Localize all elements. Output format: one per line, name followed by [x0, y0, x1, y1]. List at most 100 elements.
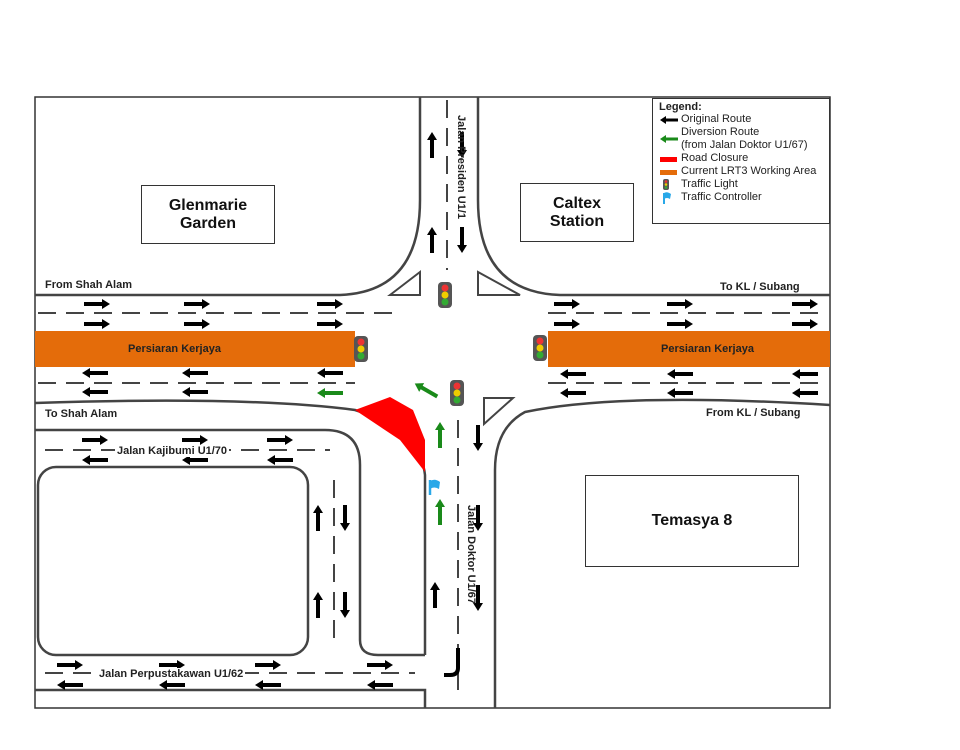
- flag-icon: [659, 191, 681, 204]
- original-route-arrow-icon: [82, 435, 108, 445]
- original-route-arrow-icon: [792, 319, 818, 329]
- original-route-arrow-icon: [792, 388, 818, 398]
- original-route-arrow-icon: [340, 592, 350, 618]
- original-route-arrow-icon: [184, 319, 210, 329]
- lrt3-working-area-right: [548, 331, 830, 367]
- road-closure-area: [355, 397, 425, 472]
- original-route-arrow-icon: [84, 299, 110, 309]
- original-route-arrow-icon: [82, 455, 108, 465]
- original-route-arrow-icon: [182, 455, 208, 465]
- legend-label: Traffic Light: [681, 178, 738, 190]
- original-route-arrow-icon: [457, 227, 467, 253]
- original-route-arrow-icon: [554, 319, 580, 329]
- road-label-jalan-perpustakawan: Jalan Perpustakawan U1/62: [97, 668, 246, 680]
- road-label-persiaran-kerjaya-right: Persiaran Kerjaya: [661, 343, 754, 355]
- original-route-arrow-icon: [267, 435, 293, 445]
- diversion-route-arrow-icon: [435, 422, 445, 448]
- original-route-arrow-icon: [792, 299, 818, 309]
- original-route-arrow-icon: [473, 505, 483, 531]
- direction-to-shah-alam: To Shah Alam: [45, 408, 118, 420]
- direction-to-kl-subang: To KL / Subang: [720, 281, 800, 293]
- original-route-arrow-icon: [667, 319, 693, 329]
- legend-label: Current LRT3 Working Area: [681, 165, 817, 177]
- original-route-arrow-icon: [82, 387, 108, 397]
- original-route-arrow-icon: [560, 369, 586, 379]
- original-route-arrow-icon: [340, 505, 350, 531]
- black-arrow-icon: [659, 113, 681, 126]
- legend-item-road-closure: Road Closure: [659, 152, 829, 165]
- road-label-persiaran-kerjaya-left: Persiaran Kerjaya: [128, 343, 221, 355]
- route-arrows: [57, 132, 818, 690]
- diversion-route-arrow-icon: [414, 383, 439, 399]
- original-route-arrow-icon: [182, 368, 208, 378]
- traffic-light-icon: [354, 336, 368, 362]
- original-route-arrow-icon: [182, 435, 208, 445]
- traffic-controller-flag-icon: [428, 479, 440, 495]
- original-route-arrow-icon: [430, 582, 440, 608]
- traffic-light-icon: [659, 178, 681, 191]
- place-label: Glenmarie: [168, 196, 248, 214]
- original-route-arrow-icon: [159, 680, 185, 690]
- original-route-arrow-icon: [667, 299, 693, 309]
- legend: Legend: Original Route Diversion Route(f…: [652, 98, 830, 224]
- original-route-arrow-icon: [792, 369, 818, 379]
- traffic-lights: [354, 282, 547, 406]
- original-route-arrow-icon: [57, 660, 83, 670]
- original-route-arrow-icon: [317, 319, 343, 329]
- diversion-route-arrow-icon: [317, 388, 343, 398]
- u-turn-arrow-icon: [444, 648, 460, 677]
- legend-label: Original Route: [681, 113, 752, 125]
- original-route-arrow-icon: [267, 455, 293, 465]
- legend-item-traffic-light: Traffic Light: [659, 178, 829, 191]
- original-route-arrow-icon: [667, 369, 693, 379]
- original-route-arrow-icon: [313, 592, 323, 618]
- original-route-arrow-icon: [313, 505, 323, 531]
- original-route-arrow-icon: [560, 388, 586, 398]
- orange-bar-icon: [659, 165, 681, 178]
- original-route-arrow-icon: [182, 387, 208, 397]
- original-route-arrow-icon: [554, 299, 580, 309]
- direction-from-kl-subang: From KL / Subang: [706, 407, 801, 419]
- road-label-jalan-presiden: Jalan Presiden U1/1: [455, 115, 467, 219]
- original-route-arrow-icon: [427, 227, 437, 253]
- original-route-arrow-icon: [184, 299, 210, 309]
- traffic-light-icon: [438, 282, 452, 308]
- original-route-arrow-icon: [427, 132, 437, 158]
- lrt3-working-area-left: [35, 331, 355, 367]
- place-label: Station: [549, 212, 605, 230]
- legend-label: Diversion Route: [681, 126, 760, 138]
- original-route-arrow-icon: [57, 680, 83, 690]
- original-route-arrow-icon: [367, 660, 393, 670]
- traffic-light-icon: [533, 335, 547, 361]
- road-label-jalan-doktor: Jalan Doktor U1/67: [465, 505, 477, 605]
- original-route-arrow-icon: [84, 319, 110, 329]
- legend-item-original-route: Original Route: [659, 113, 829, 126]
- traffic-light-icon: [450, 380, 464, 406]
- original-route-arrow-icon: [667, 388, 693, 398]
- legend-item-traffic-controller: Traffic Controller: [659, 191, 829, 204]
- traffic-islands: [387, 269, 521, 427]
- direction-from-shah-alam: From Shah Alam: [45, 279, 132, 291]
- road-label-jalan-kajibumi: Jalan Kajibumi U1/70: [115, 445, 230, 457]
- original-route-arrow-icon: [473, 425, 483, 451]
- original-route-arrow-icon: [82, 368, 108, 378]
- original-route-arrow-icon: [317, 368, 343, 378]
- legend-label: Road Closure: [681, 152, 749, 164]
- place-temasya-8: Temasya 8: [585, 475, 799, 567]
- original-route-arrow-icon: [473, 585, 483, 611]
- place-label: Caltex: [552, 194, 602, 212]
- original-route-arrow-icon: [159, 660, 185, 670]
- legend-item-diversion-route: Diversion Route(from Jalan Doktor U1/67): [659, 126, 829, 152]
- legend-item-lrt3-working-area: Current LRT3 Working Area: [659, 165, 829, 178]
- red-bar-icon: [659, 152, 681, 165]
- place-label: Garden: [179, 214, 236, 232]
- original-route-arrow-icon: [457, 132, 467, 158]
- legend-title: Legend:: [659, 101, 702, 113]
- original-route-arrow-icon: [367, 680, 393, 690]
- diversion-route-arrow-icon: [435, 499, 445, 525]
- legend-label: (from Jalan Doktor U1/67): [681, 139, 808, 151]
